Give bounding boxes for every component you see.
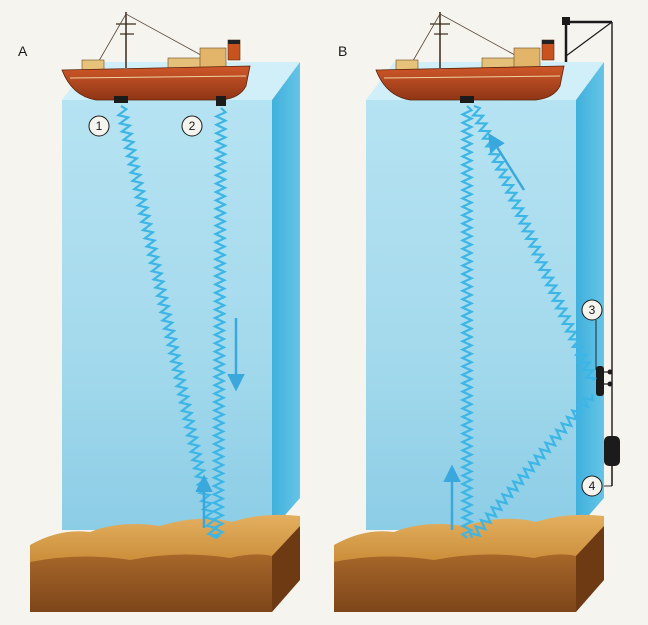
panel-b-letter: B — [338, 43, 347, 59]
sound-wave-down-a — [115, 105, 222, 540]
towing-crane — [562, 17, 613, 486]
seabed-front-b — [334, 554, 576, 612]
transducer-1-a — [114, 96, 128, 103]
label-2-text: 2 — [189, 119, 196, 133]
direction-arrow-diag-b — [488, 133, 526, 191]
label-marker-2: 2 — [181, 115, 203, 137]
sound-wave-up-a — [210, 107, 229, 540]
transducer-2-a — [216, 96, 226, 106]
sound-wave-seabed-b — [468, 393, 595, 539]
panel-b: 3 4 B — [334, 12, 620, 612]
sound-wave-vertical-b — [459, 105, 475, 539]
ship-b — [375, 12, 565, 101]
label-4-text: 4 — [589, 479, 596, 493]
ship-a — [61, 12, 251, 101]
sound-wave-to-towed-b — [470, 104, 597, 381]
transducer-b — [460, 96, 474, 103]
seabed-side-a — [272, 526, 300, 612]
panel-a: 1 2 A — [18, 12, 300, 612]
seabed-top-a — [30, 514, 300, 566]
seabed-top-b — [334, 514, 604, 566]
towed-weight — [604, 436, 620, 486]
towed-transducer — [596, 366, 613, 396]
water-side-b — [576, 62, 604, 530]
water-side-a — [272, 62, 300, 530]
label-marker-4: 4 — [581, 475, 603, 497]
water-front-b — [366, 100, 576, 530]
label-marker-1: 1 — [88, 115, 110, 137]
panel-a-letter: A — [18, 43, 28, 59]
label-marker-3: 3 — [581, 299, 603, 321]
label-1-text: 1 — [96, 119, 103, 133]
seabed-front-a — [30, 554, 272, 612]
label-3-text: 3 — [589, 303, 596, 317]
seabed-side-b — [576, 526, 604, 612]
water-front-a — [62, 100, 272, 530]
